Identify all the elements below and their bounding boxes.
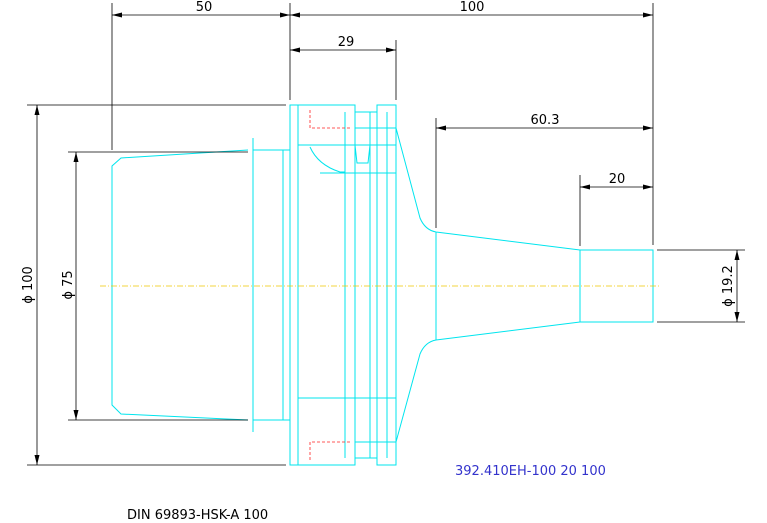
dim-100-label: 100 — [460, 0, 485, 15]
drive-slot — [309, 146, 345, 173]
dim-tip-length: 20 — [579, 172, 653, 246]
hsk-taper — [111, 149, 249, 421]
dim-taper-diameter: ϕ 75 — [61, 151, 248, 421]
dim-29-label: 29 — [338, 35, 355, 50]
dim-bore-diameter: ϕ 19.2 — [657, 249, 745, 323]
dim-dia-19-2-label: ϕ 19.2 — [721, 265, 736, 307]
dim-dia-75-label: ϕ 75 — [61, 270, 76, 299]
flange-body — [289, 104, 397, 466]
dim-cone-length: 60.3 — [435, 113, 653, 228]
dim-60-3-label: 60.3 — [531, 113, 560, 128]
dim-20-label: 20 — [609, 172, 626, 187]
dim-outer-diameter: ϕ 100 — [21, 104, 286, 466]
dim-flange-width: 29 — [290, 35, 397, 100]
part-outline — [111, 104, 654, 466]
part-number: 392.410EH-100 20 100 — [455, 464, 606, 479]
standard-label: DIN 69893-HSK-A 100 — [127, 508, 268, 523]
hidden-features — [309, 110, 352, 460]
dim-overall-length: 100 — [290, 0, 654, 245]
dim-dia-100-label: ϕ 100 — [21, 266, 36, 304]
dim-flange-length: 50 — [111, 0, 291, 150]
dim-50-label: 50 — [196, 0, 213, 15]
